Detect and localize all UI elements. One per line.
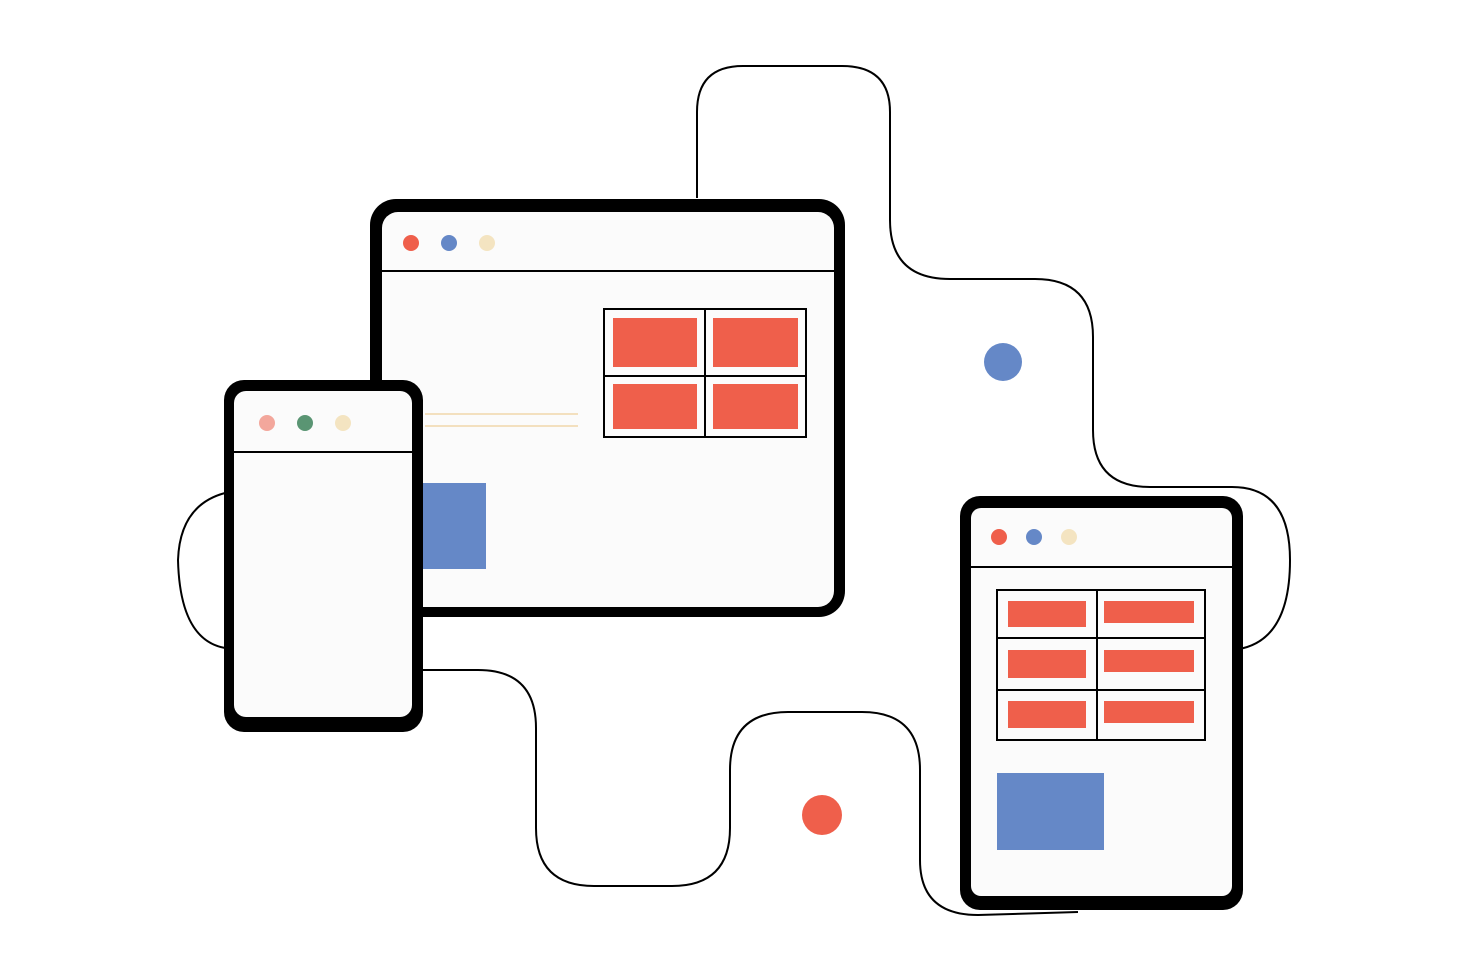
tablet-window <box>960 496 1243 910</box>
grid-cell <box>713 384 798 429</box>
grid-cell <box>613 384 697 429</box>
cream-dot-icon <box>479 235 495 251</box>
pink-dot-icon <box>259 415 275 431</box>
image-grid <box>603 308 807 438</box>
table-cell <box>1008 601 1086 627</box>
connector-line-left <box>176 492 226 649</box>
blue-content-block <box>420 483 486 569</box>
red-circle-icon <box>802 795 842 835</box>
grid-cell <box>713 318 798 367</box>
cream-dot-icon <box>335 415 351 431</box>
table-cell <box>1008 701 1086 728</box>
table-cell <box>1008 650 1086 678</box>
connector-line <box>696 65 1292 651</box>
blue-content-block <box>997 773 1104 850</box>
grid-cell <box>613 318 697 367</box>
blue-circle-icon <box>984 343 1022 381</box>
blue-dot-icon <box>1026 529 1042 545</box>
table-cell <box>1104 601 1194 623</box>
table-cell <box>1104 701 1194 723</box>
desktop-browser-window <box>370 199 845 617</box>
blue-dot-icon <box>441 235 457 251</box>
data-table <box>996 589 1206 741</box>
table-cell <box>1104 650 1194 672</box>
red-dot-icon <box>403 235 419 251</box>
red-dot-icon <box>991 529 1007 545</box>
cream-dot-icon <box>1061 529 1077 545</box>
connector-line-lower <box>420 669 1079 917</box>
phone-window <box>224 380 423 732</box>
green-dot-icon <box>297 415 313 431</box>
